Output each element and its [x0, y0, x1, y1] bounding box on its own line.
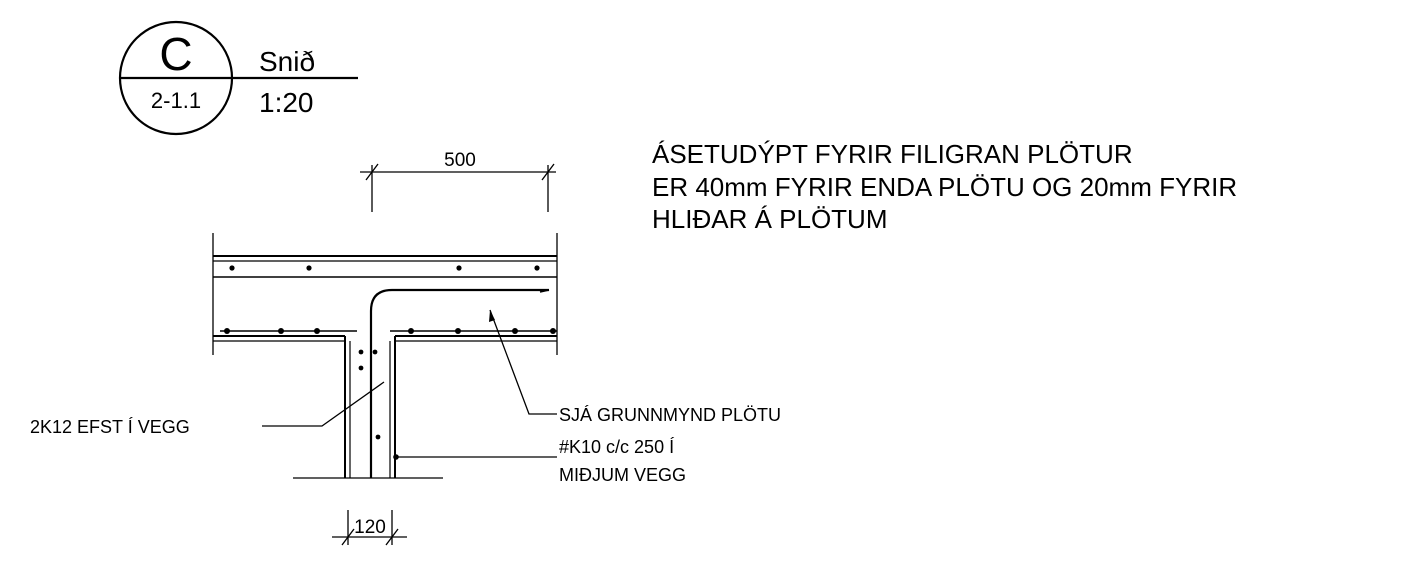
rebar-dot: [306, 265, 312, 271]
rebar-dot: [224, 328, 230, 334]
label-wall-mesh-1: #K10 c/c 250 Í: [559, 437, 674, 457]
slab-section: [212, 233, 558, 355]
rebar-dot: [278, 328, 284, 334]
leader-slab-ref: SJÁ GRUNNMYND PLÖTU: [489, 309, 781, 425]
rebar-dot: [408, 328, 414, 334]
section-scale: 1:20: [259, 87, 314, 118]
rebar-dot: [455, 328, 461, 334]
marker-sheet-ref: 2-1.1: [151, 88, 201, 113]
rebar-dot: [314, 328, 320, 334]
rebar-dot: [375, 434, 381, 440]
dimension-wall: 120: [332, 510, 407, 546]
note-line-3: HLIÐAR Á PLÖTUM: [652, 204, 888, 234]
rebar-dot: [372, 349, 378, 355]
rebar-dot: [358, 349, 364, 355]
bent-rebar: [369, 288, 549, 478]
dimension-top: 500: [360, 150, 556, 212]
label-slab-ref: SJÁ GRUNNMYND PLÖTU: [559, 405, 781, 425]
rebar-dot: [358, 365, 364, 371]
rebar-dot: [456, 265, 462, 271]
rebar-dot: [229, 265, 235, 271]
dimension-wall-value: 120: [354, 517, 386, 538]
leader-wall-mesh: #K10 c/c 250 Í MIÐJUM VEGG: [396, 437, 686, 485]
section-title: Snið: [259, 46, 315, 77]
label-wall-mesh-2: MIÐJUM VEGG: [559, 465, 686, 485]
rebar-dot: [534, 265, 540, 271]
marker-letter: C: [159, 28, 192, 80]
label-wall-top-bars: 2K12 EFST Í VEGG: [30, 417, 190, 437]
wall-section: [293, 336, 443, 479]
general-note: ÁSETUDÝPT FYRIR FILIGRAN PLÖTUR ER 40mm …: [652, 139, 1237, 234]
section-marker: C 2-1.1 Snið 1:20: [118, 20, 358, 136]
note-line-1: ÁSETUDÝPT FYRIR FILIGRAN PLÖTUR: [652, 139, 1133, 169]
note-line-2: ER 40mm FYRIR ENDA PLÖTU OG 20mm FYRIR: [652, 172, 1237, 202]
dimension-top-value: 500: [444, 150, 476, 171]
leader-wall-top-bars: 2K12 EFST Í VEGG: [30, 381, 385, 437]
rebar-dot: [512, 328, 518, 334]
rebar-dots: [224, 265, 556, 460]
rebar-dot: [550, 328, 556, 334]
